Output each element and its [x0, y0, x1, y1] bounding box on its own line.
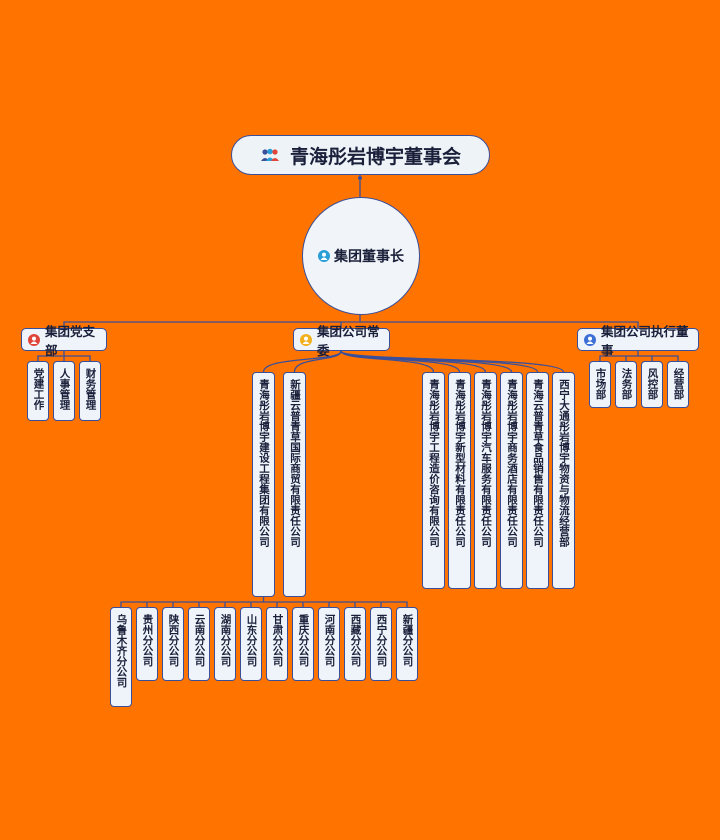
party-branch-node[interactable]: 集团党支部 [21, 324, 107, 358]
subsidiary-company[interactable]: 新疆云普青草国际商贸有限责任公司 [283, 372, 306, 597]
subsidiary-company[interactable]: 青海彤岩博宇工程造价咨询有限公司 [422, 372, 445, 589]
branch-office[interactable]: 重庆分公司 [292, 607, 314, 681]
branch-bus-line [63, 321, 639, 328]
branch-office[interactable]: 西藏分公司 [344, 607, 366, 681]
executive-children-line [599, 351, 679, 361]
party-child[interactable]: 人事管理 [53, 361, 75, 421]
branch-office[interactable]: 湖南分公司 [214, 607, 236, 681]
party-child[interactable]: 党建工作 [27, 361, 49, 421]
standing-child-curve [262, 350, 342, 373]
party-children-line [37, 351, 91, 361]
standing-committee-node[interactable]: 集团公司常委 [293, 324, 390, 358]
subsidiary-company[interactable]: 青海彤岩博宇商务酒店有限责任公司 [500, 372, 523, 589]
executive-child[interactable]: 法务部 [615, 361, 637, 408]
executive-child[interactable]: 经营部 [667, 361, 689, 408]
branch-office[interactable]: 河南分公司 [318, 607, 340, 681]
executive-child[interactable]: 市场部 [589, 361, 611, 408]
standing-child-curve [340, 350, 565, 373]
board-node[interactable]: 青海彤岩博宇董事会 [231, 135, 490, 175]
executive-director-title: 集团公司执行董事 [601, 323, 689, 358]
branch-office[interactable]: 陕西分公司 [162, 607, 184, 681]
person-icon [584, 333, 596, 346]
person-icon [300, 333, 312, 346]
branch-office[interactable]: 云南分公司 [188, 607, 210, 681]
subbranch-bus [120, 601, 408, 607]
party-child[interactable]: 财务管理 [79, 361, 101, 421]
board-title: 青海彤岩博宇董事会 [289, 145, 461, 168]
branch-office[interactable]: 贵州分公司 [136, 607, 158, 681]
chairman-title: 集团董事长 [334, 249, 404, 265]
party-branch-title: 集团党支部 [45, 323, 96, 358]
subsidiary-company[interactable]: 西宁大通彤岩博宇物资与物流经营部 [552, 372, 575, 589]
subsidiary-company[interactable]: 青海彤岩博宇汽车服务有限责任公司 [474, 372, 497, 589]
standing-committee-title: 集团公司常委 [317, 323, 380, 358]
executive-child[interactable]: 风控部 [641, 361, 663, 408]
branch-office[interactable]: 乌鲁木齐分公司 [110, 607, 132, 707]
branch-office[interactable]: 甘肃分公司 [266, 607, 288, 681]
branch-office[interactable]: 新疆分公司 [396, 607, 418, 681]
subsidiary-company[interactable]: 青海云普青草食品销售有限责任公司 [526, 372, 549, 589]
person-icon [28, 333, 40, 346]
chairman-node[interactable]: 集团董事长 [302, 197, 420, 315]
executive-director-node[interactable]: 集团公司执行董事 [577, 324, 699, 358]
subsidiary-company[interactable]: 青海彤岩博宇建设工程集团有限公司 [252, 372, 275, 597]
connector-dot [358, 176, 362, 180]
branch-office[interactable]: 西宁分公司 [370, 607, 392, 681]
subsidiary-company[interactable]: 青海彤岩博宇新型材料有限责任公司 [448, 372, 471, 589]
branch-office[interactable]: 山东分公司 [240, 607, 262, 681]
standing-child-curve [293, 350, 342, 373]
people-icon [260, 148, 279, 161]
person-icon [318, 250, 330, 262]
